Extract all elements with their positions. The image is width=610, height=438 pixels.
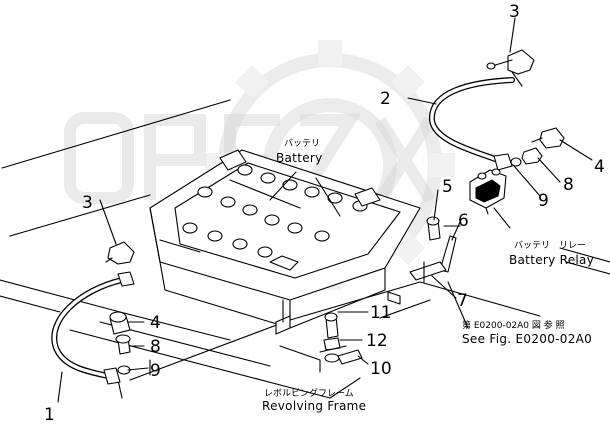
callout-numbers: 3 2 4 8 9 5 6 7 3 4 8 9 1 11 12 10 (44, 2, 605, 425)
callout-3-top: 3 (509, 2, 520, 22)
terminal-3-left (105, 241, 135, 265)
revolving-frame (0, 99, 610, 399)
callout-12: 12 (366, 331, 388, 351)
battery-terminal-negative (219, 149, 247, 171)
cable-1 (51, 271, 135, 385)
bracket-6-7 (409, 235, 457, 283)
callout-8-right: 8 (563, 175, 574, 195)
fasteners-right (510, 127, 565, 167)
leader-lines (57, 17, 593, 403)
callout-2: 2 (380, 89, 391, 109)
battery-label-jp: バッテリ (284, 138, 320, 149)
callout-7: 7 (457, 291, 468, 311)
fasteners-left (109, 311, 131, 375)
callout-4-left: 4 (150, 313, 161, 333)
callout-9-left: 9 (150, 361, 161, 381)
callout-8-left: 8 (150, 337, 161, 357)
callout-10: 10 (370, 359, 392, 379)
callout-5: 5 (442, 177, 453, 197)
battery-relay (469, 168, 507, 215)
callout-6: 6 (458, 211, 469, 231)
see-fig-label: See Fig. E0200-02A0 (462, 332, 592, 346)
fasteners-lower (319, 312, 363, 365)
battery-relay-label: Battery Relay (509, 253, 594, 267)
battery (149, 149, 421, 329)
battery-label: Battery (276, 151, 323, 165)
see-fig-label-jp: 第 E0200-02A0 図 参 照 (462, 319, 565, 331)
callout-4-right: 4 (594, 157, 605, 177)
bolt-5 (426, 216, 441, 241)
revolving-frame-label-jp: レボルビングフレーム (264, 387, 354, 399)
callout-1: 1 (44, 405, 55, 425)
revolving-frame-label: Revolving Frame (262, 399, 366, 413)
callout-3-left: 3 (82, 193, 93, 213)
cable-2 (429, 71, 523, 171)
battery-relay-label-jp: バッテリ リレー (514, 240, 586, 251)
callout-11: 11 (370, 303, 392, 323)
battery-hold-bracket (275, 299, 291, 335)
battery-terminal-positive (354, 187, 381, 207)
callout-9-right: 9 (538, 191, 549, 211)
terminal-3-top (486, 49, 535, 75)
text-labels: バッテリ Battery バッテリ リレー Battery Relay 第 E0… (262, 138, 594, 413)
battery-caps (182, 164, 368, 258)
